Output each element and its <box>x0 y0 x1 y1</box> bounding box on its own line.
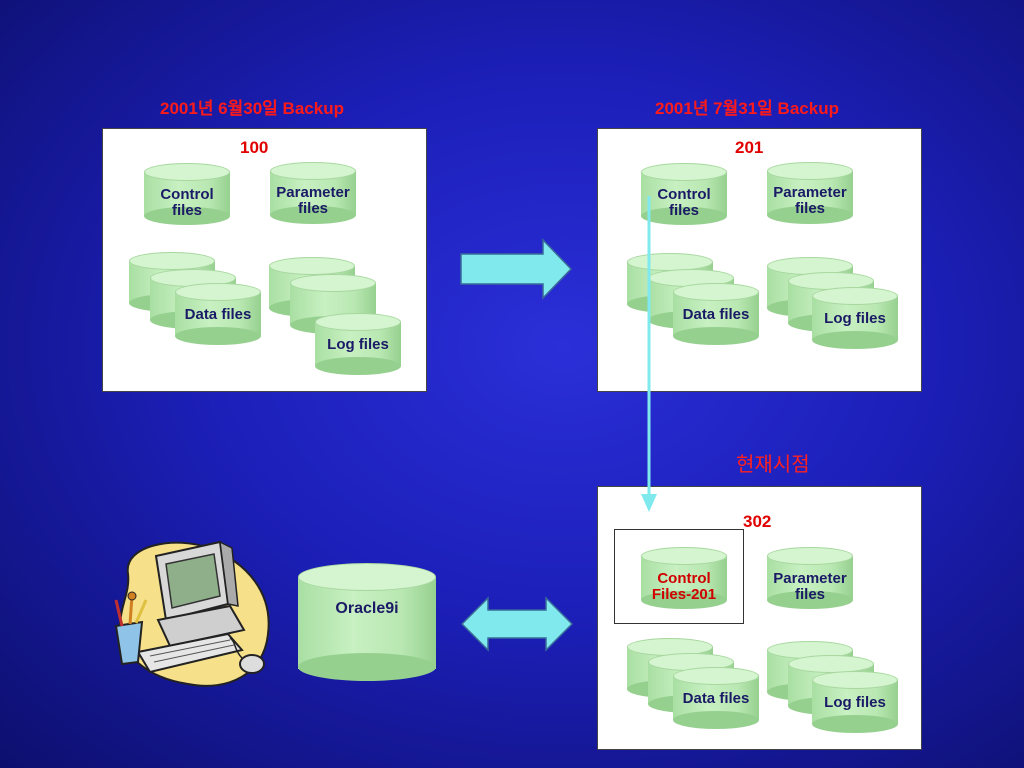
log-files-label: Log files <box>327 336 389 353</box>
data-files-cylinder: Data files <box>673 283 759 345</box>
log-files-cylinder: Log files <box>812 287 898 349</box>
computer-clipart-icon <box>114 540 270 687</box>
right-arrow-icon <box>460 238 573 300</box>
parameter-files-cylinder: Parameter files <box>270 162 356 224</box>
control-files-cylinder: Control files <box>144 163 230 225</box>
oracle9i-label: Oracle9i <box>335 600 399 617</box>
oracle9i-database-cylinder: Oracle9i <box>298 563 436 683</box>
backup-caption-june: 2001년 6월30일 Backup <box>160 99 344 118</box>
data-files-label: Data files <box>682 690 750 707</box>
control-files-201-cylinder: Control Files-201 <box>641 547 727 609</box>
parameter-files-label: Parameter files <box>276 184 350 217</box>
control-files-cylinder: Control files <box>641 163 727 225</box>
scn-number: 100 <box>240 138 269 157</box>
double-arrow-icon <box>460 596 574 652</box>
scn-number: 302 <box>743 512 772 531</box>
control-files-label: Control files <box>657 186 711 219</box>
log-files-label: Log files <box>824 310 886 327</box>
data-files-label: Data files <box>682 306 750 323</box>
copy-arrow-icon <box>641 196 657 512</box>
log-files-cylinder: Log files <box>812 671 898 733</box>
parameter-files-label: Parameter files <box>773 184 847 217</box>
parameter-files-cylinder: Parameter files <box>767 162 853 224</box>
control-files-label: Control files <box>160 186 214 219</box>
current-time-caption: 현재시점 <box>736 454 810 476</box>
log-files-label: Log files <box>824 694 886 711</box>
log-files-cylinder: Log files <box>315 313 401 375</box>
parameter-files-label: Parameter files <box>773 570 847 603</box>
data-files-cylinder: Data files <box>175 283 261 345</box>
backup-panel-100: 100 Control files Parameter files Data f… <box>102 128 427 392</box>
data-files-cylinder: Data files <box>673 667 759 729</box>
parameter-files-cylinder: Parameter files <box>767 547 853 609</box>
control-files-201-label: Control Files-201 <box>651 570 717 603</box>
scn-number: 201 <box>735 138 764 157</box>
current-panel-302: 302 Control Files-201 Parameter files Da… <box>597 486 922 750</box>
backup-panel-201: 201 Control files Parameter files Data f… <box>597 128 922 392</box>
control-files-selection-box <box>614 529 744 624</box>
backup-caption-july: 2001년 7월31일 Backup <box>655 99 839 118</box>
data-files-label: Data files <box>184 306 252 323</box>
